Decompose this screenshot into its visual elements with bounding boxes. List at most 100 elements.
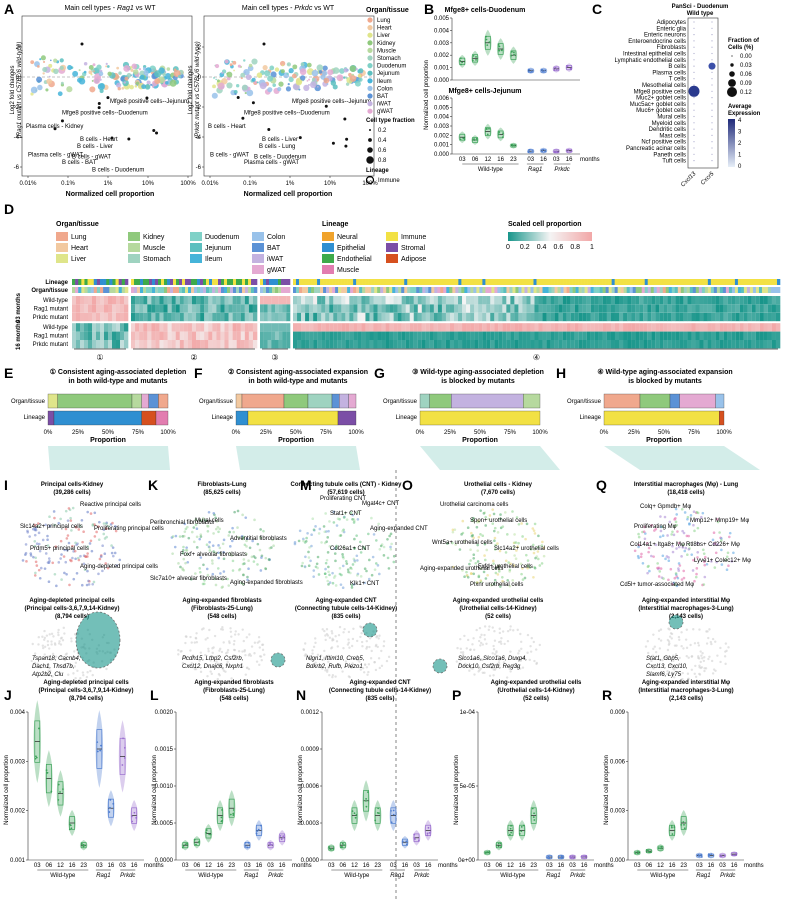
umap-point-bg	[699, 650, 702, 653]
umap-point	[661, 554, 665, 558]
data-point	[129, 66, 133, 69]
heat-cell	[771, 296, 777, 305]
scale-tick: 0.6	[554, 244, 564, 251]
umap-point	[666, 534, 669, 537]
umap-point	[243, 543, 247, 547]
heat-row-label: Wild-type	[43, 325, 69, 331]
heat-cell	[167, 304, 172, 313]
data-point	[72, 70, 79, 77]
umap-point-bg	[64, 666, 67, 669]
heat-cell	[224, 304, 229, 313]
organ-cell	[209, 287, 213, 293]
data-point	[143, 70, 149, 76]
heat-cell	[623, 304, 628, 313]
umap-point	[712, 542, 716, 546]
heat-cell	[550, 323, 555, 332]
data-point	[105, 62, 108, 66]
umap-point	[312, 569, 316, 572]
lineage-cell	[494, 279, 498, 285]
heat-cell	[659, 312, 664, 322]
data-point	[486, 133, 489, 136]
umap-point	[492, 582, 496, 586]
umap-cluster-label: Lyve1+ Colec12+ Mφ	[694, 558, 751, 564]
umap-point-bg	[351, 637, 355, 641]
umap-point	[513, 533, 516, 536]
heat-cell	[659, 296, 664, 305]
heat-cell	[586, 323, 592, 332]
umap-point	[533, 566, 537, 570]
heat-cell	[151, 296, 156, 305]
heat-bg	[100, 331, 105, 340]
data-point	[221, 71, 224, 74]
organ-cell	[647, 287, 652, 293]
umap-point-bg	[697, 644, 701, 647]
umap-point-bg	[188, 663, 192, 667]
heat-cell	[683, 296, 688, 305]
organ-cell	[743, 287, 748, 293]
panel-a-xlabel-1: Normalized cell proportion	[66, 191, 155, 198]
heat-cell	[449, 312, 455, 322]
umap-point	[374, 562, 378, 565]
heat-cell	[441, 323, 447, 332]
heat-cell	[377, 323, 382, 332]
lineage-cell	[488, 279, 492, 285]
umap-point	[262, 529, 265, 533]
annotation: B cells - Liver	[77, 144, 113, 150]
umap-point	[185, 525, 189, 529]
legend-dot	[728, 79, 736, 87]
umap-point	[338, 572, 342, 576]
umap-point-bg	[233, 639, 236, 643]
heat-cell	[623, 312, 628, 322]
umap-point-bg	[48, 673, 51, 676]
data-point	[485, 35, 488, 38]
umap-point-bg	[57, 633, 60, 637]
organ-cell	[386, 287, 390, 293]
lineage-cell	[227, 279, 231, 285]
legend-organ: Lung	[71, 234, 87, 241]
data-point	[243, 59, 246, 62]
umap-point-bg	[328, 636, 332, 639]
umap-point	[69, 516, 72, 520]
heat-cell	[546, 323, 551, 332]
heat-cell	[667, 340, 672, 349]
dot-medium	[708, 62, 716, 70]
dot	[711, 27, 713, 29]
bar-tick: 50%	[474, 430, 487, 436]
umap-cluster-label: Colq+ Gpmdb+ Mφ	[640, 504, 691, 510]
umap-point-bg	[323, 656, 326, 659]
heat-bg	[196, 331, 201, 340]
organ-cell	[491, 287, 495, 293]
lineage-cell	[761, 279, 766, 285]
umap-point-bg	[681, 671, 684, 675]
heat-cell	[703, 296, 708, 305]
umap-point	[316, 555, 320, 559]
lineage-cell	[695, 279, 700, 285]
data-point	[498, 133, 500, 136]
heat-cell	[175, 304, 181, 313]
panel-b-title-1: Mfge8+ cells-Duodenum	[445, 7, 526, 14]
umap-sub-title: (Principal cells-3,6,7,9,14-Kidney)	[24, 606, 119, 612]
data-point	[130, 68, 134, 72]
heat-cell	[301, 312, 306, 322]
umap-point	[46, 544, 50, 547]
heat-cell	[719, 340, 724, 349]
heat-cell	[147, 323, 152, 332]
umap-point-bg	[479, 667, 483, 670]
umap-cluster-label: Aging-expanded fibroblasts	[230, 580, 303, 586]
organ-cell	[722, 287, 727, 293]
umap-point	[695, 518, 699, 521]
gene-list: Cxcl12, Dnajc6, Nxph1	[182, 664, 243, 670]
umap-point	[102, 528, 106, 532]
heat-cell	[373, 340, 378, 349]
heat-cell	[655, 312, 660, 322]
umap-point-bg	[48, 647, 51, 650]
lineage-cell	[170, 279, 174, 285]
heat-cell	[498, 304, 503, 313]
umap-point-bg	[43, 636, 47, 640]
umap-point	[673, 576, 677, 580]
umap-point-bg	[226, 651, 229, 654]
organ-cell	[269, 287, 273, 293]
heat-cell	[703, 304, 708, 313]
lineage-cell	[638, 279, 643, 285]
umap-point	[667, 559, 671, 563]
